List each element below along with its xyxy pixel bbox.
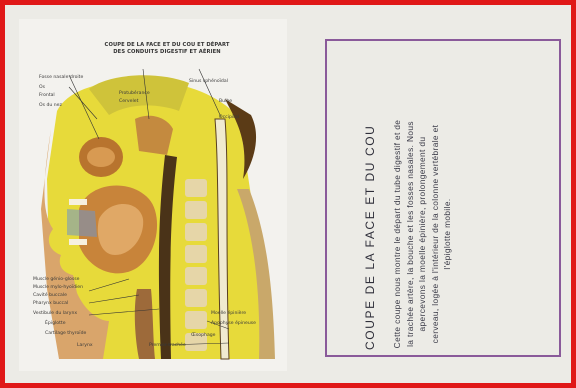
- label-larynx: Larynx: [77, 343, 93, 349]
- card-body: Cette coupe nous montre le départ du tub…: [391, 118, 454, 350]
- illustration-title: COUPE DE LA FACE ET DU COU ET DÉPART DES…: [53, 42, 281, 56]
- teeth-upper: [69, 199, 87, 205]
- label-os: Os: [39, 85, 45, 91]
- label-oesophage: Œsophage: [191, 333, 216, 339]
- label-os-du-nez: Os du nez: [39, 103, 62, 109]
- label-sinus-sphenoidal: Sinus sphénoïdal: [189, 79, 228, 85]
- label-apophyse-epineuse: Apophyse épineuse: [211, 321, 256, 327]
- label-cartilage-thyroide: Cartilage thyroïde: [45, 331, 86, 337]
- label-vestibule-larynx: Vestibule du larynx: [33, 311, 77, 317]
- illustration-title-line2: DES CONDUITS DIGESTIF ET AÉRIEN: [53, 49, 281, 56]
- illustration-panel: COUPE DE LA FACE ET DU COU ET DÉPART DES…: [19, 19, 287, 371]
- label-pharynx-buccal: Pharynx buccal: [33, 301, 68, 307]
- label-epiglotte: Épiglotte: [45, 321, 66, 327]
- label-genio-glosse: Muscle génio-glosse: [33, 277, 79, 283]
- text-card-frame: COUPE DE LA FACE ET DU COU Cette coupe n…: [325, 39, 561, 357]
- label-bulbe: Bulbe: [219, 99, 232, 105]
- label-occipital: Occipital: [219, 115, 239, 121]
- teeth-lower: [69, 239, 87, 245]
- label-cervelet: Cervelet: [119, 99, 138, 105]
- label-premier-trachee: Premier trachée: [149, 343, 186, 349]
- label-mylo-hyoidien: Muscle mylo-hyoïdien: [33, 285, 83, 291]
- label-frontal: Frontal: [39, 93, 55, 99]
- card-title: COUPE DE LA FACE ET DU COU: [363, 50, 377, 350]
- illustration-title-line1: COUPE DE LA FACE ET DU COU ET DÉPART: [53, 42, 281, 49]
- rotated-text-block: COUPE DE LA FACE ET DU COU Cette coupe n…: [345, 50, 545, 350]
- label-fosse-nasale: Fosse nasale droite: [39, 75, 83, 81]
- label-moelle-epiniere: Moelle épinière: [211, 311, 246, 317]
- label-protuberance: Protubérance: [119, 91, 150, 97]
- label-cavite-buccale: Cavité buccale: [33, 293, 67, 299]
- anatomy-illustration: [39, 59, 279, 365]
